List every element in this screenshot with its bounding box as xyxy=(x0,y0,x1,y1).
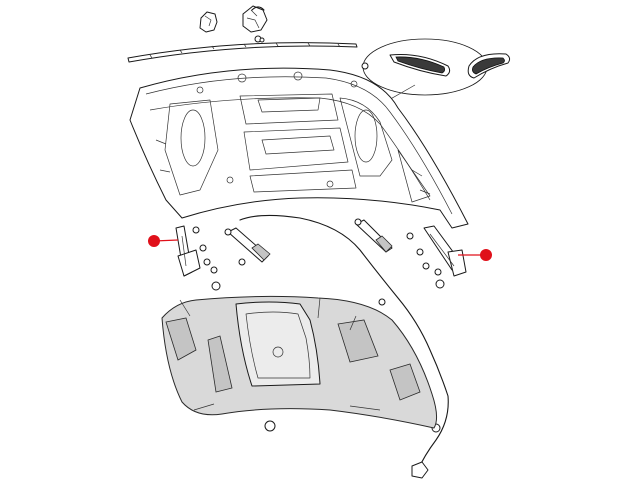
hood-scoop-icon xyxy=(361,38,511,96)
fastener-icon xyxy=(192,226,445,432)
weatherstrip-icon xyxy=(127,42,358,63)
hood-panel-icon xyxy=(129,67,469,229)
hood-hinge-icon xyxy=(175,225,467,277)
callout-right-hinge xyxy=(458,249,492,261)
callout-left-hinge xyxy=(148,235,179,247)
gas-strut-icon xyxy=(224,218,393,263)
hood-latch-icon xyxy=(199,5,268,43)
hood-insulator-icon xyxy=(161,295,438,429)
